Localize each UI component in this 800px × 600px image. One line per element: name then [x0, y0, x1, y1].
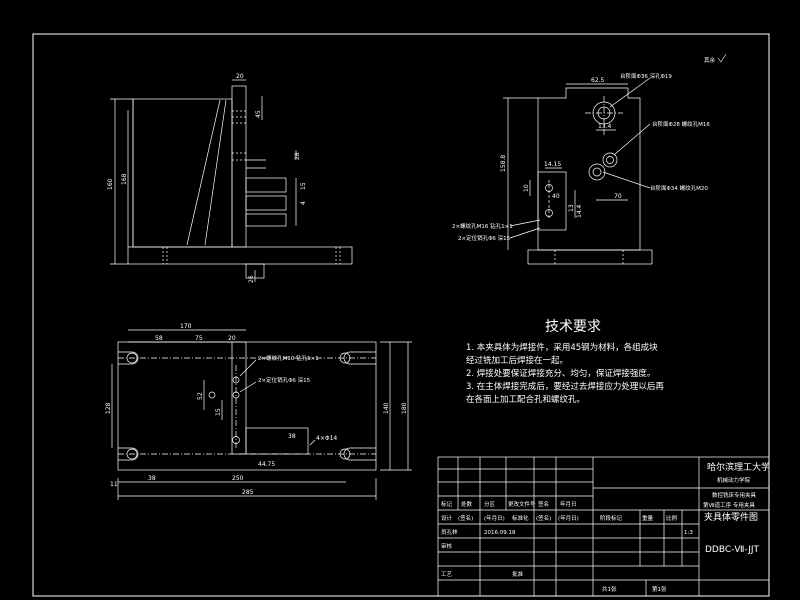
tb-total-sheets: 共1张 [602, 585, 617, 593]
top-dim-15: 15 [215, 408, 222, 416]
top-note-pin-holes: 2×定位销孔Φ6 深15 [258, 376, 311, 384]
top-dim-52: 52 [197, 392, 204, 400]
front-dim-a: 45 [255, 110, 262, 118]
top-dim-58: 58 [155, 335, 163, 342]
top-note-thread-holes: 2×螺纹孔M10 钻孔1×1 [258, 354, 319, 362]
front-view [110, 79, 353, 282]
top-dim-250: 250 [232, 475, 244, 482]
top-dim-38: 38 [148, 475, 156, 482]
top-dim-75: 75 [195, 335, 203, 342]
side-dim-d: 13 [568, 204, 575, 212]
side-note-thread-m16: 台阶面Φ28 螺纹孔M16 [652, 120, 710, 128]
tb-project-line-1: 数控铣床专用夹具 [712, 491, 757, 499]
tb-std-date: (年月日) [558, 514, 579, 522]
top-dim-140: 140 [383, 402, 390, 414]
top-dim-170: 170 [180, 323, 192, 330]
corner-surface-mark: 其余 [704, 56, 716, 64]
tb-label-ratio: 比例 [666, 514, 678, 522]
title-block [437, 456, 770, 597]
tech-req-line-3: 2. 焊接处要保证焊接充分、均匀，保证焊接强度。 [466, 368, 655, 379]
top-dim-128: 128 [105, 402, 112, 414]
side-dim-top-width: 62.5 [591, 77, 605, 84]
tb-label-zone: 分区 [484, 500, 496, 508]
tb-drafter: 员孔林 [441, 528, 458, 536]
tb-university: 哈尔滨理工大学 [707, 461, 770, 473]
tb-label-approve: 批准 [512, 570, 524, 578]
tb-label-weight: 重量 [642, 514, 654, 522]
tb-drafter-date: 2016.09.18 [484, 530, 516, 536]
tb-scale: 1:3 [684, 530, 693, 536]
side-note-pin-holes: 2×定位销孔Φ6 深15 [458, 234, 511, 242]
top-dim-38b: 38 [288, 433, 296, 440]
tech-req-line-5: 在各面上加工配合孔和螺纹孔。 [466, 394, 585, 405]
front-dim-b: 28 [294, 152, 301, 160]
side-view [503, 77, 653, 265]
tb-drawing-no: DDBC-Ⅶ-JJT [705, 545, 760, 555]
front-dim-overall-height: 160 [107, 178, 114, 190]
side-dim-b: 10 [523, 184, 530, 192]
drawing-border [32, 33, 770, 597]
tb-label-process: 工艺 [441, 571, 453, 578]
front-dim-plate-width: 20 [236, 73, 244, 80]
tb-label-date: 年月日 [560, 500, 577, 508]
side-dim-e: 14.4 [576, 204, 583, 218]
top-dim-11: 11 [110, 481, 118, 488]
tech-req-line-2: 经过铣加工后焊接在一起。 [466, 355, 568, 366]
tech-req-title: 技术要求 [545, 319, 601, 335]
top-dim-44-75: 44.75 [258, 461, 275, 468]
tb-department: 机械动力学院 [717, 476, 751, 484]
tb-part-name: 夹具体零件图 [704, 511, 758, 523]
side-dim-a: 14.15 [544, 161, 561, 168]
tb-sheet-no: 第1张 [652, 585, 667, 593]
tb-label-std: 标准化 [512, 514, 529, 522]
top-dim-285: 285 [242, 489, 254, 496]
tb-label-mark: 标记 [441, 500, 453, 508]
tech-req-line-1: 1. 本夹具体为焊接件，采用45钢为材料，各组成块 [466, 342, 658, 353]
side-dim-c: 40 [552, 193, 560, 200]
side-dim-f: 70 [614, 193, 622, 200]
front-dim-e: 26 [248, 275, 255, 283]
tb-label-design: 设计 [441, 514, 453, 522]
roughness-symbol-icon [717, 53, 727, 63]
tech-req-line-4: 3. 在主体焊接完成后，要经过去焊接应力处理以后再 [466, 381, 664, 392]
side-note-counterbore-36: 台阶面Φ36 深孔Φ19 [620, 72, 672, 80]
front-dim-c: 15 [300, 182, 307, 190]
side-dim-height: 158.8 [500, 155, 507, 172]
front-dim-d: 4 [300, 201, 307, 205]
top-dim-180: 180 [401, 402, 408, 414]
tb-std-sig: (签名) [536, 514, 551, 522]
tb-label-count: 处数 [461, 500, 473, 508]
front-dim-body-height: 168 [121, 173, 128, 185]
side-dim-g: 13.4 [598, 123, 612, 130]
tb-label-stage-mark: 阶段标记 [600, 514, 623, 522]
tb-label-review: 审核 [441, 542, 453, 550]
side-note-thread-holes: 2×螺纹孔M16 钻孔1×1 [452, 222, 513, 230]
top-dim-4-holes: 4×Φ14 [316, 435, 337, 442]
side-note-thread-m20: 台阶面Φ34 螺纹孔M20 [650, 184, 708, 192]
tb-design-date: (年月日) [484, 514, 505, 522]
tb-design-sig: (签名) [458, 514, 473, 522]
top-dim-20: 20 [228, 335, 236, 342]
tb-label-change-doc: 更改文件号 [508, 500, 536, 508]
tb-project-line-2: 第Ⅶ道工序 专用夹具 [703, 501, 755, 509]
tb-label-signature: 签名 [538, 500, 549, 508]
top-view [111, 329, 412, 500]
